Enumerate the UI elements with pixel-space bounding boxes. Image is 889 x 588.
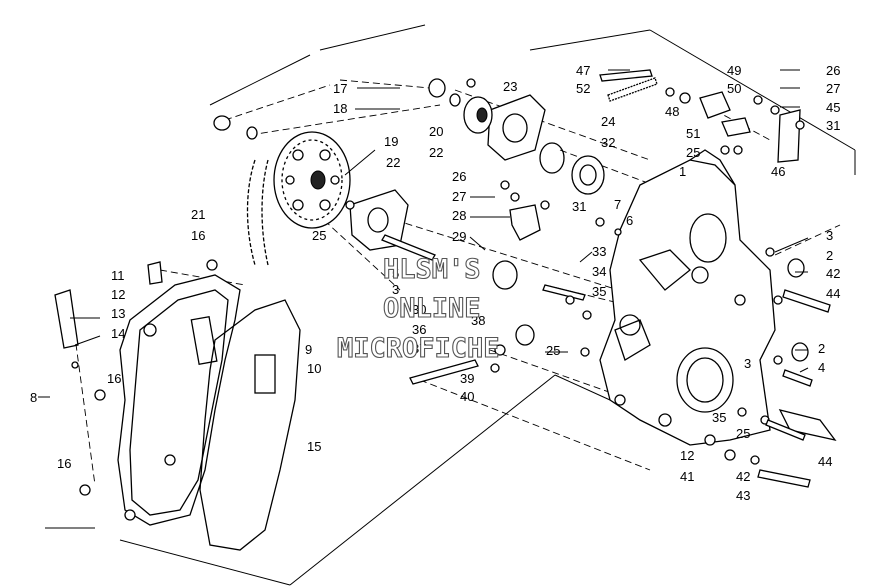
callout-49: 49 <box>727 63 741 78</box>
callout-43: 43 <box>736 488 750 503</box>
callout-16a: 16 <box>191 228 205 243</box>
callout-31b: 31 <box>826 118 840 133</box>
callout-26a: 26 <box>452 169 466 184</box>
gear-case-housing <box>599 149 776 446</box>
callout-33: 33 <box>592 244 606 259</box>
callout-22a: 22 <box>386 155 400 170</box>
callout-31a: 31 <box>572 199 586 214</box>
callout-35a: 35 <box>592 284 606 299</box>
callout-48: 48 <box>665 104 679 119</box>
callout-8: 8 <box>30 390 37 405</box>
assembly-frame-lines <box>45 24 856 586</box>
callout-23: 23 <box>503 79 517 94</box>
callout-3a: 3 <box>826 228 833 243</box>
callout-13: 13 <box>111 306 125 321</box>
callout-41: 41 <box>680 469 694 484</box>
bearing-and-seal <box>539 142 605 195</box>
callout-44a: 44 <box>826 286 840 301</box>
callout-52: 52 <box>576 81 590 96</box>
callout-3c: 3 <box>744 356 751 371</box>
small-sprocket <box>463 96 493 134</box>
callout-4: 4 <box>818 360 825 375</box>
callout-20: 20 <box>429 124 443 139</box>
watermark: HLSM'S ONLINE MICROFICHE <box>336 253 500 364</box>
callout-2b: 2 <box>818 341 825 356</box>
callout-3b: 3 <box>392 282 399 297</box>
callout-46: 46 <box>771 164 785 179</box>
callout-9: 9 <box>305 342 312 357</box>
callout-12a: 12 <box>111 287 125 302</box>
callout-40: 40 <box>460 389 474 404</box>
callout-labels: 1 2 2 3 3 3 4 5 6 7 8 9 10 11 12 12 13 1… <box>30 63 840 503</box>
callout-47: 47 <box>576 63 590 78</box>
watermark-line-2: ONLINE <box>383 293 481 324</box>
callout-24: 24 <box>601 114 615 129</box>
callout-28: 28 <box>452 208 466 223</box>
callout-45: 45 <box>826 100 840 115</box>
callout-26b: 26 <box>826 63 840 78</box>
callout-2a: 2 <box>826 248 833 263</box>
callout-35b: 35 <box>712 410 726 425</box>
callout-10: 10 <box>307 361 321 376</box>
callout-21: 21 <box>191 207 205 222</box>
cover-gasket <box>199 299 301 551</box>
callout-27a: 27 <box>452 189 466 204</box>
callout-22b: 22 <box>429 145 443 160</box>
callout-7: 7 <box>614 197 621 212</box>
callout-29: 29 <box>452 229 466 244</box>
callout-51: 51 <box>686 126 700 141</box>
callout-34: 34 <box>592 264 606 279</box>
chain-case-cover <box>117 274 241 526</box>
callout-30: 30 <box>412 302 426 317</box>
watermark-line-3: MICROFICHE <box>337 333 500 364</box>
callout-14: 14 <box>111 326 125 341</box>
callout-15: 15 <box>307 439 321 454</box>
callout-18: 18 <box>333 101 347 116</box>
bearing-flange-plate <box>349 94 546 251</box>
callout-50: 50 <box>727 81 741 96</box>
leader-lines <box>38 69 809 398</box>
callout-32: 32 <box>601 135 615 150</box>
callout-44b: 44 <box>818 454 832 469</box>
large-sprocket <box>273 131 351 229</box>
callout-6: 6 <box>626 213 633 228</box>
callout-11: 11 <box>111 268 125 283</box>
callout-25d: 25 <box>736 426 750 441</box>
callout-36: 36 <box>412 322 426 337</box>
callout-25a: 25 <box>312 228 326 243</box>
callout-17: 17 <box>333 81 347 96</box>
callout-25b: 25 <box>546 343 560 358</box>
callout-27b: 27 <box>826 81 840 96</box>
callout-42b: 42 <box>736 469 750 484</box>
callout-12b: 12 <box>680 448 694 463</box>
hardware-items <box>54 69 837 496</box>
drive-chain <box>246 159 269 266</box>
callout-16b: 16 <box>107 371 121 386</box>
callout-5: 5 <box>392 266 399 281</box>
watermark-line-1: HLSM'S <box>383 254 481 285</box>
callout-37: 37 <box>412 341 426 356</box>
callout-42a: 42 <box>826 266 840 281</box>
callout-1: 1 <box>679 164 686 179</box>
callout-39: 39 <box>460 371 474 386</box>
callout-38: 38 <box>471 313 485 328</box>
callout-16c: 16 <box>57 456 71 471</box>
callout-25c: 25 <box>686 145 700 160</box>
callout-19: 19 <box>384 134 398 149</box>
